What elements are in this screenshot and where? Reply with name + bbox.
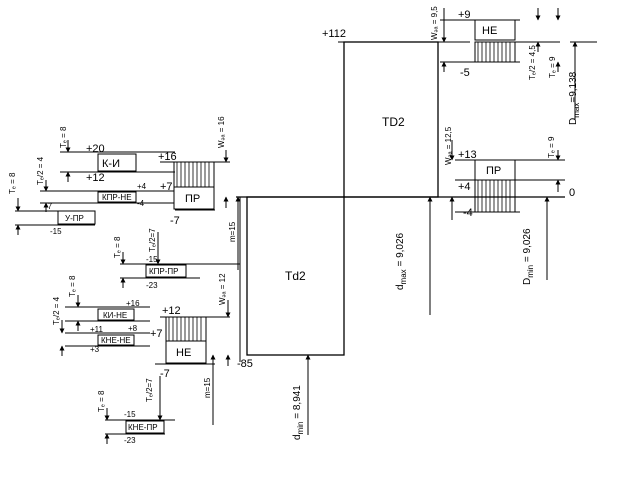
shaft-kprpr-te: Tₑ = 8 <box>113 236 122 258</box>
shaft-ki-te: Tₑ = 8 <box>59 126 68 148</box>
shaft-kine-name: КИ-НЕ <box>103 311 127 320</box>
shaft-gauge-kpr-pr: КПР-ПР -15 -23 Tₑ = 8 Tₑ/2=7 <box>113 228 240 290</box>
Dmin-label: Dmin = 9,026 <box>522 228 535 285</box>
shaft-ne-lower: -7 <box>160 368 170 380</box>
hole-pr-upper: +13 <box>458 149 477 161</box>
shaft-gauge-ki-ne: КИ-НЕ +16 +8 Tₑ = 8 <box>65 275 150 333</box>
shaft-pr-name: ПР <box>185 193 200 205</box>
shaft-pr-m: m=15 <box>228 221 237 242</box>
shaft-upr-te: Tₑ = 8 <box>8 172 17 194</box>
hole-ne-hatch <box>474 41 516 63</box>
shaft-field-label: Td2 <box>285 269 306 283</box>
shaft-kprpr-upper: -15 <box>146 255 158 264</box>
shaft-ne-hatch <box>165 316 207 342</box>
shaft-knene-name: КНЕ-НЕ <box>101 336 131 345</box>
shaft-gauge-kne-ne: КНЕ-НЕ +11 +3 Tₑ/2 = 4 <box>52 296 150 356</box>
shaft-kprpr-lower: -23 <box>146 281 158 290</box>
shaft-ne-m: m=15 <box>203 377 212 398</box>
dmin-label: dmin = 8,941 <box>292 385 305 440</box>
shaft-kprpr-name: КПР-ПР <box>149 267 179 276</box>
shaft-ki-upper: +20 <box>86 143 105 155</box>
hole-pr-hatch <box>474 179 516 213</box>
hole-pr-te: Tₑ = 9 <box>547 136 556 158</box>
Dmax-label: Dmax=9,138 <box>568 71 581 125</box>
shaft-ne-mid: +7 <box>150 328 163 340</box>
shaft-knepr-upper: -15 <box>124 410 136 419</box>
shaft-ne-upper: +12 <box>162 305 181 317</box>
hole-field-label: TD2 <box>382 115 405 129</box>
shaft-knepr-name: КНЕ-ПР <box>128 423 158 432</box>
shaft-ne-w: Wₔₐ = 12 <box>218 273 227 305</box>
shaft-gauge-kne-pr: КНЕ-ПР -15 -23 Tₑ = 8 Tₑ/2=7 <box>97 376 175 445</box>
hole-pr-name: ПР <box>486 165 501 177</box>
shaft-knepr-te: Tₑ = 8 <box>97 390 106 412</box>
hole-pr-mid: +4 <box>458 181 471 193</box>
shaft-field-Td2: Td2 -85 <box>237 196 345 370</box>
hole-ne-w: Wₔₐ = 9,5 <box>430 6 439 40</box>
hole-ne-name: НЕ <box>482 25 497 37</box>
shaft-gauge-kpr-ne: КПР-НЕ +4 -4 Tₑ/2 = 4 <box>36 156 175 212</box>
shaft-kine-te: Tₑ = 8 <box>68 275 77 297</box>
shaft-kprne-upper: +4 <box>137 182 147 191</box>
shaft-kine-upper: +16 <box>126 299 140 308</box>
shaft-upr-upper: -7 <box>45 202 53 211</box>
shaft-ki-name: К-И <box>102 158 120 170</box>
shaft-pr-w: Wₔₐ = 16 <box>217 116 226 148</box>
dmax-label: dmax = 9,026 <box>395 232 408 290</box>
zero-label: 0 <box>569 187 575 199</box>
hole-field-TD2: TD2 +112 <box>322 28 470 198</box>
shaft-upr-name: У-ПР <box>65 214 84 223</box>
shaft-knene-te2: Tₑ/2 = 4 <box>52 296 61 325</box>
shaft-knepr-lower: -23 <box>124 436 136 445</box>
shaft-pr-hatch <box>173 161 215 188</box>
shaft-kprpr-te2: Tₑ/2=7 <box>148 228 157 252</box>
hole-ne-lower: -5 <box>460 67 470 79</box>
hole-pr-lower: -4 <box>463 207 473 219</box>
shaft-kprne-te2: Tₑ/2 = 4 <box>36 156 45 185</box>
hole-pr-w: Wₔₐ = 12,5 <box>444 126 453 165</box>
shaft-ne-name: НЕ <box>176 347 191 359</box>
shaft-gauge-u-pr: У-ПР -7 -15 Tₑ = 8 <box>8 172 96 236</box>
shaft-kprne-name: КПР-НЕ <box>102 193 132 202</box>
shaft-ki-lower: +12 <box>86 172 105 184</box>
shaft-pr-upper: +16 <box>158 151 177 163</box>
shaft-kprne-lower: -4 <box>137 199 145 208</box>
shaft-pr-lower: -7 <box>170 215 180 227</box>
hole-ne-upper: +9 <box>458 9 471 21</box>
shaft-knene-lower: +3 <box>90 345 100 354</box>
shaft-gauge-ki: К-И +20 +12 Tₑ = 8 <box>59 126 175 184</box>
hole-ne-te: Tₑ = 9 <box>548 56 557 78</box>
hole-upper-dev: +112 <box>322 28 346 40</box>
shaft-kine-lower: +8 <box>128 324 138 333</box>
shaft-knepr-te2: Tₑ/2=7 <box>145 378 154 402</box>
hole-gauge-pr: ПР +13 +4 -4 Wₔₐ = 12,5 Tₑ = 9 <box>444 126 565 220</box>
hole-gauge-ne: НЕ +9 -5 Wₔₐ = 9,5 Tₑ/2 = 4,5 Tₑ = 9 <box>430 6 561 80</box>
shaft-upr-lower: -15 <box>50 227 62 236</box>
shaft-lower-dev: -85 <box>237 358 253 370</box>
shaft-pr-mid: +7 <box>160 181 173 193</box>
shaft-gauge-ne: НЕ +12 +7 -7 Wₔₐ = 12 m=15 <box>150 273 231 425</box>
shaft-knene-upper: +11 <box>90 325 104 334</box>
shaft-gauge-pr: ПР +16 +7 -7 Wₔₐ = 16 m=15 <box>158 116 241 270</box>
hole-ne-te2: Tₑ/2 = 4,5 <box>528 45 537 80</box>
